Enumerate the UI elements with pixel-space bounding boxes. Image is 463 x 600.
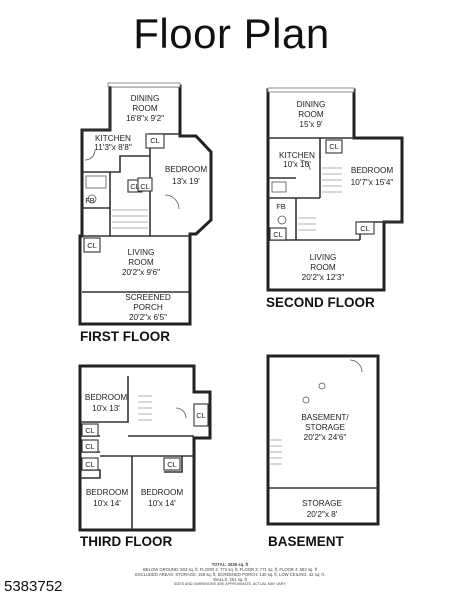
- room-name: BEDROOM: [351, 166, 393, 175]
- closet-label: CL: [85, 442, 95, 451]
- room-dimensions: 10'x 14': [93, 499, 121, 508]
- room-name: BEDROOM: [141, 488, 183, 497]
- floor-label: BASEMENT: [268, 534, 345, 549]
- room-dimensions: 10'7"x 15'4": [351, 178, 394, 187]
- total-area: TOTAL: 2626 sq. ft: [211, 562, 249, 567]
- room-dimensions: 16'8"x 9'2": [126, 114, 164, 123]
- room-name: LIVING: [310, 253, 337, 262]
- area-breakdown: BELOW GROUND: 503 sq. ft, FLOOR 2: 772 s…: [143, 567, 317, 572]
- listing-id: 5383752: [4, 578, 63, 595]
- closet-label: CL: [167, 460, 177, 469]
- first-floor-plan: [78, 82, 213, 326]
- room-dimensions: 20'2"x 8': [307, 510, 338, 519]
- bath-label: FB: [85, 196, 95, 205]
- room-name: KITCHEN: [279, 151, 315, 160]
- room-dimensions: 20'2"x 9'6": [122, 268, 160, 277]
- closet-label: CL: [85, 426, 95, 435]
- second-floor-plan: [266, 87, 404, 292]
- room-name: BEDROOM: [165, 165, 207, 174]
- closet-label: CL: [273, 230, 283, 239]
- room-dimensions: 10'x 13': [92, 404, 120, 413]
- room-name: ROOM: [298, 110, 324, 119]
- closet-label: CL: [85, 460, 95, 469]
- excluded-areas: EXCLUDED AREAS: STORAGE: 158 sq. ft, SCR…: [135, 572, 325, 577]
- room-name: BASEMENT/: [301, 413, 349, 422]
- closet-label: CL: [150, 136, 160, 145]
- room-dimensions: 10'x 14': [148, 499, 176, 508]
- room-name: ROOM: [310, 263, 336, 272]
- room-name: LIVING: [128, 248, 155, 257]
- room-dimensions: 13'x 19': [172, 177, 200, 186]
- room-dimensions: 20'2"x 12'3": [302, 273, 345, 282]
- disclaimer: SIZES AND DIMENSIONS ARE APPROXIMATE, AC…: [173, 582, 287, 586]
- room-dimensions: 11'3"x 8'8": [94, 143, 132, 152]
- area-summary: TOTAL: 2626 sq. ft BELOW GROUND: 503 sq.…: [60, 562, 400, 587]
- room-dimensions: 20'2"x 24'6": [304, 433, 347, 442]
- floor-label: THIRD FLOOR: [80, 534, 172, 549]
- room-name: STORAGE: [305, 423, 345, 432]
- room-name: KITCHEN: [95, 134, 131, 143]
- bath-label: FB: [276, 202, 286, 211]
- closet-label: CL: [130, 182, 140, 191]
- room-name: BEDROOM: [86, 488, 128, 497]
- room-dimensions: 20'2"x 6'5": [129, 313, 167, 322]
- page-title: Floor Plan: [133, 10, 330, 57]
- room-name: STORAGE: [302, 499, 342, 508]
- room-name: DINING: [131, 94, 160, 103]
- floor-label: SECOND FLOOR: [266, 295, 375, 310]
- basement-plan: [266, 354, 380, 526]
- room-name: ROOM: [132, 104, 158, 113]
- closet-label: CL: [329, 142, 339, 151]
- walls-area: WALLS: 251 sq. ft: [213, 577, 247, 582]
- closet-label: CL: [196, 411, 206, 420]
- room-name: DINING: [297, 100, 326, 109]
- room-dimensions: 15'x 9': [299, 120, 323, 129]
- third-floor-plan: [78, 364, 212, 532]
- closet-label: CL: [360, 224, 370, 233]
- closet-label: CL: [140, 182, 150, 191]
- room-dimensions: 10'x 10': [283, 160, 311, 169]
- floor-label: FIRST FLOOR: [80, 329, 170, 344]
- room-name: ROOM: [128, 258, 154, 267]
- room-name: BEDROOM: [85, 393, 127, 402]
- room-name: PORCH: [133, 303, 163, 312]
- closet-label: CL: [87, 241, 97, 250]
- room-name: SCREENED: [125, 293, 171, 302]
